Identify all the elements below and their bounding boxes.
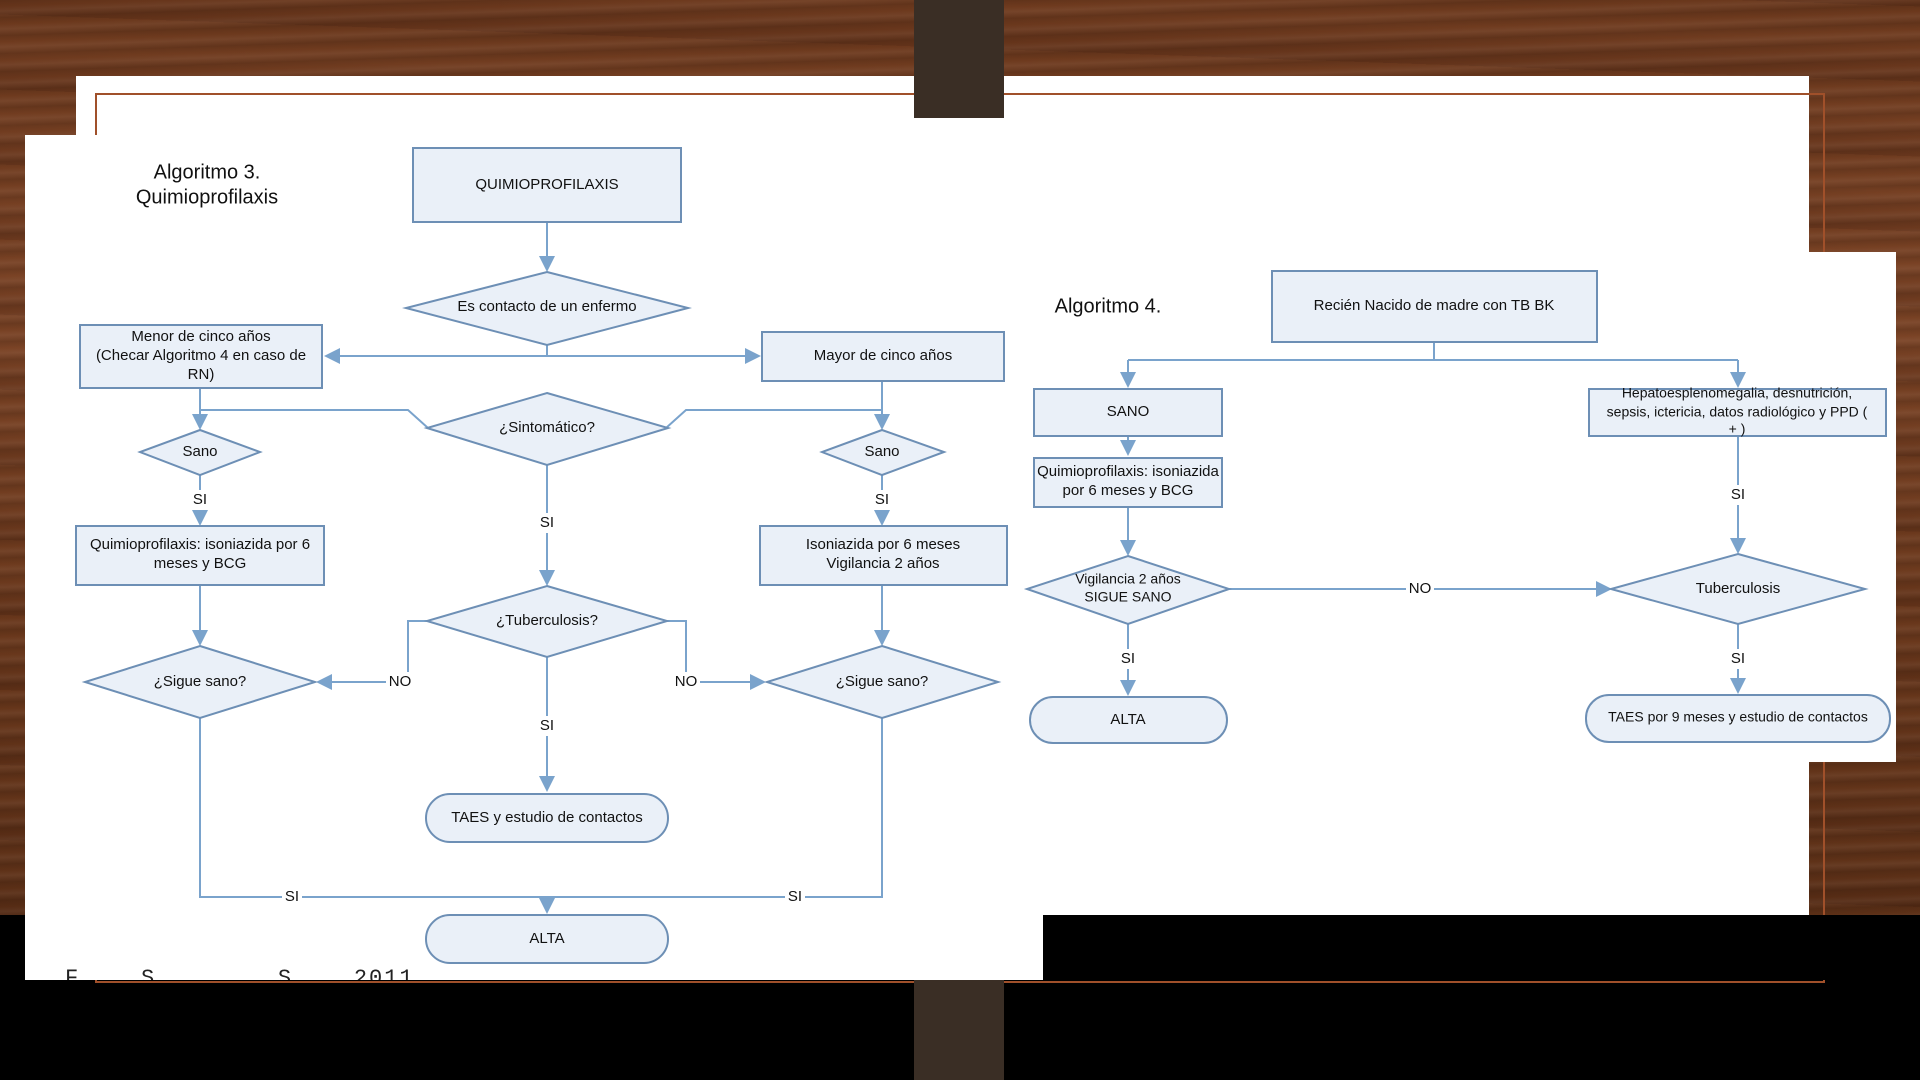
quimioprofilaxis-label: QUIMIOPROFILAXIS — [475, 176, 618, 193]
quimioprofilaxis-box — [412, 147, 682, 223]
hepatosplenomegaly-line3: + ) — [1729, 421, 1746, 437]
bottom-strap — [914, 980, 1004, 1080]
algo4-title: Algoritmo 4. — [1055, 295, 1162, 317]
over-five-box — [761, 331, 1005, 382]
sano-label: SANO — [1107, 403, 1150, 420]
algo3-title-line1: Algoritmo 3. — [154, 161, 261, 183]
tuberculosis-label: ¿Tuberculosis? — [496, 612, 598, 629]
surveillance-line2: SIGUE SANO — [1084, 589, 1171, 605]
healthy-right-decision — [819, 428, 947, 477]
sano-box — [1033, 388, 1223, 437]
no-left-label: NO — [389, 673, 412, 690]
si-tb-label: SI — [540, 717, 554, 734]
healthy-left-decision — [137, 428, 263, 477]
si-tb-algo4-label: SI — [1731, 650, 1745, 667]
no-algo4-label: NO — [1409, 580, 1432, 597]
under-five-box — [79, 324, 323, 389]
taes-contacts-label: TAES y estudio de contactos — [451, 809, 643, 826]
chemoprophylaxis-left-line2: meses y BCG — [154, 555, 247, 572]
tuberculosis-decision — [423, 584, 671, 659]
si-right-label: SI — [875, 491, 889, 508]
si-bottom-right-label: SI — [788, 888, 802, 905]
isoniazid-right-box — [759, 525, 1008, 586]
newborn-label: Recién Nacido de madre con TB BK — [1314, 297, 1555, 314]
source-caption: F... S... ... S... 2011 — [65, 966, 415, 980]
si-surveillance-label: SI — [1121, 650, 1135, 667]
over-five-label: Mayor de cinco años — [814, 347, 952, 364]
hepatosplenomegaly-box — [1588, 388, 1887, 437]
isoniazid-right-line1: Isoniazida por 6 meses — [806, 536, 960, 553]
under-five-line3: RN) — [188, 366, 215, 383]
still-healthy-right-decision — [763, 644, 1002, 720]
chemoprophylaxis-left-line1: Quimioprofilaxis: isoniazida por 6 — [90, 536, 310, 553]
alta-box — [425, 914, 669, 964]
si-symptomatic-label: SI — [540, 514, 554, 531]
still-healthy-left-label: ¿Sigue sano? — [154, 673, 247, 690]
under-five-line1: Menor de cinco años — [131, 328, 270, 345]
taes-contacts-box — [425, 793, 669, 843]
contact-decision — [402, 270, 692, 347]
chemoprophylaxis-newborn-line1: Quimioprofilaxis: isoniazida — [1037, 463, 1219, 480]
still-healthy-left-decision — [81, 644, 319, 720]
algo3-title-line2: Quimioprofilaxis — [136, 186, 278, 208]
tuberculosis-algo4-decision — [1607, 552, 1869, 626]
tuberculosis-algo4-label: Tuberculosis — [1696, 580, 1780, 597]
hepatosplenomegaly-line1: Hepatoesplenomegalia, desnutrición, — [1622, 385, 1852, 401]
under-five-line2: (Checar Algoritmo 4 en caso de — [96, 347, 306, 364]
si-left-label: SI — [193, 491, 207, 508]
taes-9-months-box — [1585, 694, 1891, 743]
newborn-box — [1271, 270, 1598, 343]
top-strap — [914, 0, 1004, 118]
symptomatic-label: ¿Sintomático? — [499, 419, 595, 436]
contact-label: Es contacto de un enfermo — [457, 298, 636, 315]
black-strip — [1043, 915, 1920, 980]
isoniazid-right-line2: Vigilancia 2 años — [826, 555, 939, 572]
healthy-right-label: Sano — [864, 443, 899, 460]
alta-algo4-label: ALTA — [1110, 711, 1145, 728]
hepatosplenomegaly-line2: sepsis, ictericia, datos radiológico y P… — [1607, 404, 1868, 420]
chemoprophylaxis-left-box — [75, 525, 325, 586]
chemoprophylaxis-newborn-box — [1033, 457, 1223, 508]
still-healthy-right-label: ¿Sigue sano? — [836, 673, 929, 690]
si-hep-label: SI — [1731, 486, 1745, 503]
symptomatic-decision — [423, 391, 672, 467]
si-bottom-left-label: SI — [285, 888, 299, 905]
surveillance-line1: Vigilancia 2 años — [1075, 571, 1181, 587]
alta-algo4-box — [1029, 696, 1228, 744]
alta-label: ALTA — [529, 930, 564, 947]
surveillance-decision — [1023, 554, 1233, 626]
chemoprophylaxis-newborn-line2: por 6 meses y BCG — [1063, 482, 1194, 499]
taes-9-months-label: TAES por 9 meses y estudio de contactos — [1608, 709, 1868, 725]
healthy-left-label: Sano — [182, 443, 217, 460]
no-right-label: NO — [675, 673, 698, 690]
